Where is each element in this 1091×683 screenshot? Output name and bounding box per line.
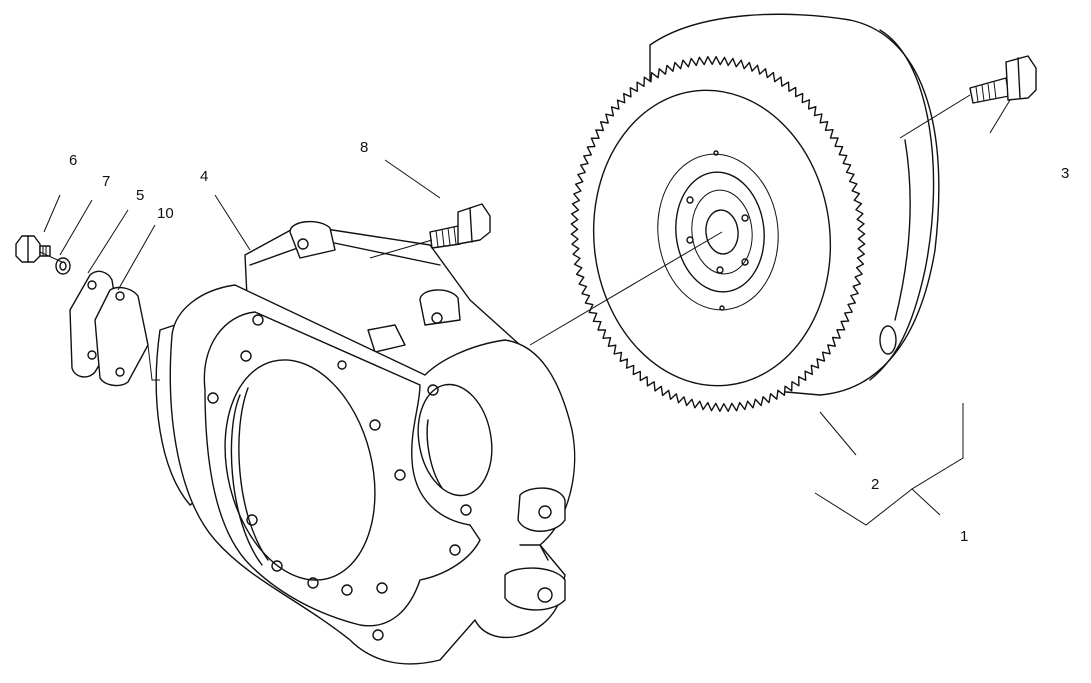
gasket [94,286,160,387]
callout-1: 1 [960,528,968,545]
leader-lines [43,99,1011,526]
flywheel-housing [155,221,576,665]
callout-2: 2 [871,476,879,493]
flywheel [570,13,940,412]
callout-5: 5 [136,187,144,204]
callout-labels: 1 2 3 4 5 6 7 8 10 [69,139,1069,545]
flywheel-bolt [969,55,1037,104]
screw [15,235,51,263]
callout-8: 8 [360,139,368,156]
callout-6: 6 [69,152,77,169]
callout-3: 3 [1061,165,1069,182]
callout-4: 4 [200,168,208,185]
housing-bolt [429,203,491,249]
washer [55,257,71,275]
callout-7: 7 [102,173,110,190]
callout-10: 10 [157,205,174,222]
